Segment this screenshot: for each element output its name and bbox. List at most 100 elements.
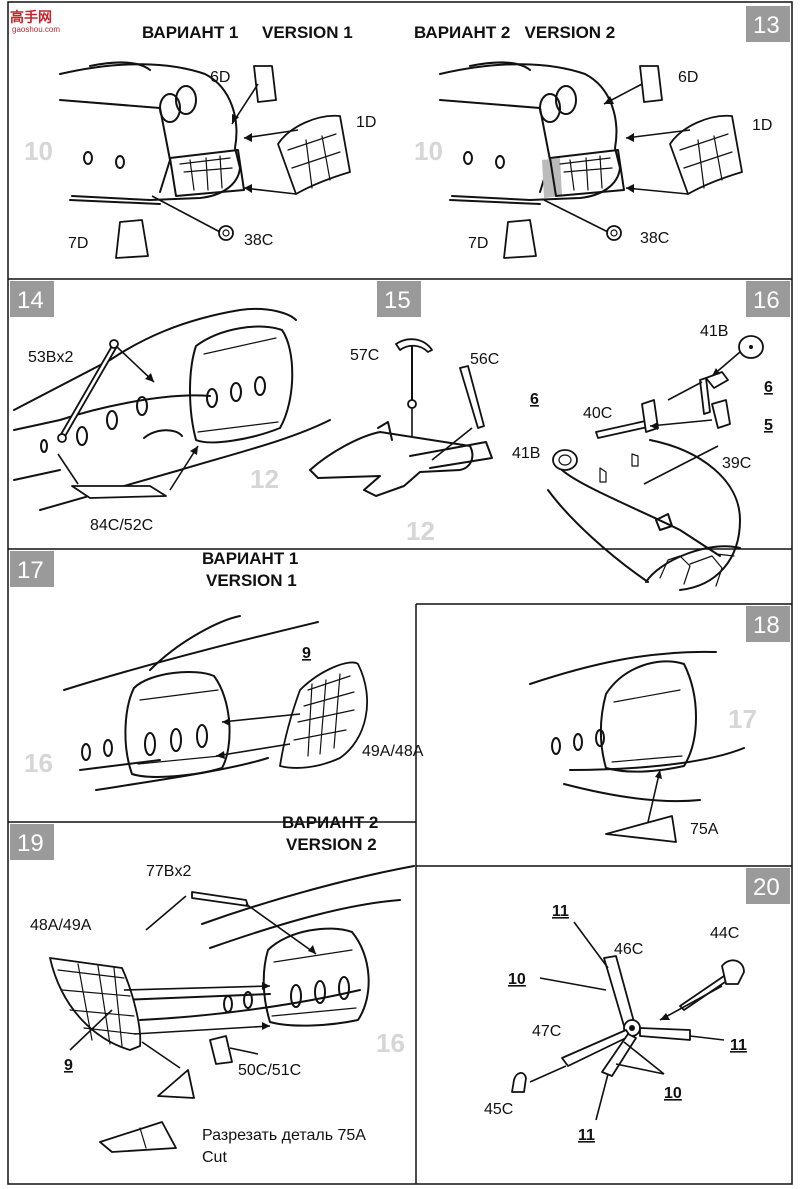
step-20-label-11-bottom: 11 [578,1127,595,1144]
step-19-header-ru: ВАРИАНТ 2 [282,813,378,832]
step-13-v1-label-6d: 6D [210,69,230,86]
step-20-label-45c: 45C [484,1101,513,1118]
watermark-logo: 高手网 gaoshou.com [10,9,60,34]
step-13-ref-right: 10 [414,136,443,166]
step-16-label-5: 5 [764,417,773,434]
step-14-ref: 12 [250,464,279,494]
watermark-main: 高手网 [10,9,52,25]
step-13-panel: ВАРИАНТ 1 VERSION 1 ВАРИАНТ 2 VERSION 2 [24,23,772,259]
step-16-label-6-right: 6 [764,379,773,396]
step-16-part-5-hub [699,371,731,429]
step-19-ref: 16 [376,1028,405,1058]
step-16-number: 16 [753,287,780,314]
step-14-panel: 12 53Bx2 84C/52C [13,308,331,534]
step-19-part-75a-triangle [157,1069,195,1099]
step-19-label-77b: 77Bx2 [146,863,191,880]
step-17-badge: 17 [10,551,54,587]
step-16-part-41b-left-disc [552,449,578,471]
step-15-part-56c-rod [459,365,485,429]
step-20-arrows [529,921,725,1121]
step-13-v1-part-38c [218,225,234,241]
step-16-nose-top-drawing [547,439,741,591]
step-19-arrows [69,895,317,1069]
step-13-v1-part-6d [253,65,277,103]
step-17-header-ru: ВАРИАНТ 1 [202,549,298,568]
step-20-label-11-top: 11 [552,903,569,920]
step-17-fuselage-drawing [63,615,319,791]
step-15-part-57c-antenna [395,338,433,409]
step-13-v2-part-38c [606,225,622,241]
step-20-part-46c-blade [603,955,635,1027]
step-15-label-57c: 57C [350,347,379,364]
step-15-number: 15 [384,287,411,314]
step-15-arrows [411,408,473,461]
step-19-panel: ВАРИАНТ 2 VERSION 2 [30,813,415,1166]
step-13-v1-arrows [151,83,299,233]
step-14-arrows [57,345,199,491]
step-18-ref: 17 [728,704,757,734]
step-14-part-84c-step [71,485,167,499]
step-16-label-41b-left: 41B [512,445,540,462]
step-17-number: 17 [17,557,44,584]
step-20-label-10-bottom: 10 [664,1085,682,1102]
step-19-label-48a: 48A/49A [30,917,92,934]
step-13-v2-arrows [543,83,691,233]
step-20-badge: 20 [746,868,790,904]
step-13-v2-part-1d [669,114,743,195]
step-18-arrow [647,769,662,823]
step-13-v2-part-6d [639,65,663,103]
step-13-v2-part-7d [503,219,537,259]
step-20-label-44c: 44C [710,925,739,942]
step-13-header-left: ВАРИАНТ 1 VERSION 1 [142,23,353,42]
step-16-label-41b-top: 41B [700,323,728,340]
step-13-v1-label-7d: 7D [68,235,88,252]
step-19-part-9-door [49,957,142,1051]
step-19-badge: 19 [10,824,54,860]
step-17-label-49a: 49A/48A [362,743,424,760]
step-13-v1-label-1d: 1D [356,114,376,131]
step-13-badge: 13 [746,6,790,42]
step-18-number: 18 [753,612,780,639]
step-15-label-56c: 56C [470,351,499,368]
step-19-label-9: 9 [64,1057,73,1074]
step-16-label-39c: 39C [722,455,751,472]
step-18-fuselage-drawing [529,650,745,803]
step-16-arrows [643,351,741,485]
step-19-cut-text-ru: Разрезать деталь 75A [202,1127,366,1144]
step-14-label-84c: 84C/52C [90,517,153,534]
step-19-cut-triangle [99,1121,177,1153]
sheet-frame [7,1,793,1185]
step-20-part-44c-shaft [679,959,745,1011]
step-13-v2-label-38c: 38C [640,230,669,247]
step-19-label-50c: 50C/51C [238,1062,301,1079]
step-16-panel: 41B 6 6 40C 5 41B 39C [512,323,773,591]
step-20-part-right-arm [639,1027,691,1041]
step-13-v1-label-38c: 38C [244,232,273,249]
step-19-part-77b-wire [191,891,249,907]
step-19-number: 19 [17,830,44,857]
step-20-number: 20 [753,874,780,901]
step-20-panel: 11 46C 44C 10 47C 11 10 45C 11 [484,903,747,1144]
step-15-ref: 12 [406,516,435,546]
step-18-label-75a: 75A [690,821,719,838]
step-18-part-75a [605,815,677,843]
step-13-ref-left: 10 [24,136,53,166]
step-19-part-50c-bracket [209,1035,233,1065]
step-14-badge: 14 [10,281,54,317]
step-17-panel: ВАРИАНТ 1 VERSION 1 16 9 49A/48A [24,549,424,791]
step-17-label-9: 9 [302,645,311,662]
step-16-label-6-left: 6 [530,391,539,408]
step-18-badge: 18 [746,606,790,642]
step-13-v2-label-1d: 1D [752,117,772,134]
step-20-part-45c-cap [511,1072,527,1093]
step-20-label-46c: 46C [614,941,643,958]
step-20-label-47c: 47C [532,1023,561,1040]
step-14-number: 14 [17,287,44,314]
step-16-label-40c: 40C [583,405,612,422]
step-17-header-en: VERSION 1 [206,571,297,590]
step-14-fuselage-side-drawing [13,308,331,511]
step-15-badge: 15 [377,281,421,317]
step-15-panel: 12 57C 56C [309,338,499,546]
step-19-cut-text-en: Cut [202,1149,227,1166]
